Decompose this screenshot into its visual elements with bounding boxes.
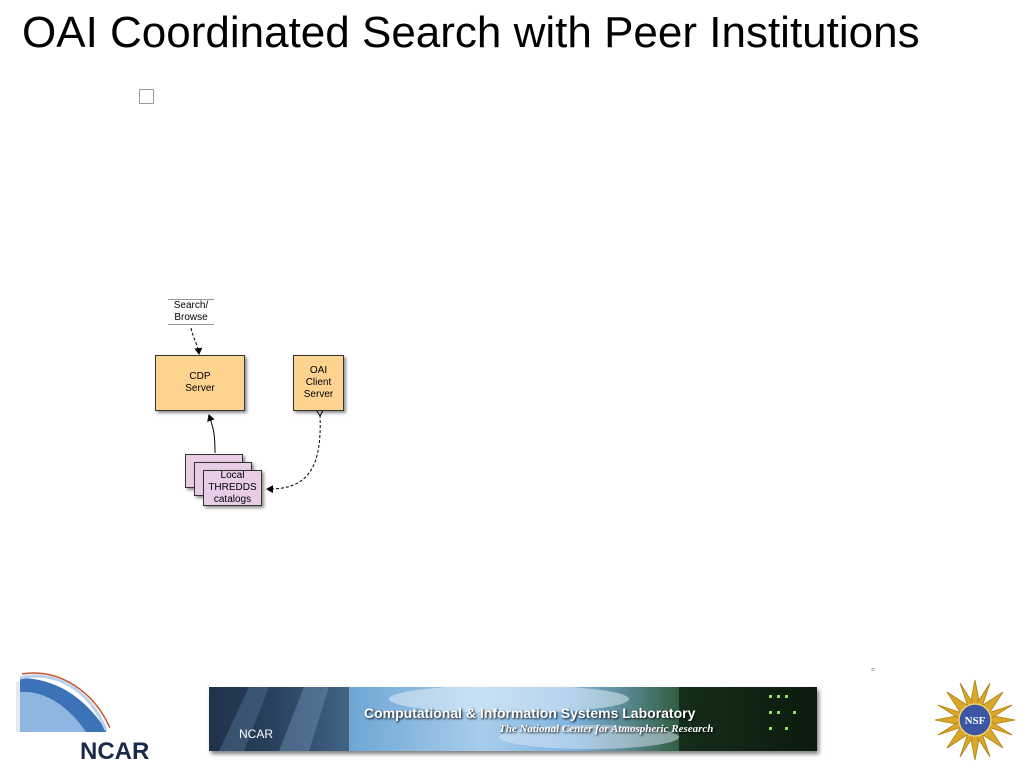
catalogs-to-cdp-arrow — [207, 414, 216, 454]
ncar-logo-text: NCAR — [80, 738, 150, 765]
search-to-cdp-arrow — [190, 327, 203, 355]
ncar-logo-icon — [14, 668, 111, 741]
slide-title: OAI Coordinated Search with Peer Institu… — [22, 8, 920, 57]
empty-checkbox-icon[interactable] — [139, 89, 154, 104]
banner-subtitle: The National Center for Atmospheric Rese… — [499, 723, 714, 735]
nsf-logo-icon: NSF — [933, 678, 1017, 767]
banner-ncar-label: NCAR — [239, 727, 274, 741]
cdp-server-box: CDP Server — [155, 355, 245, 411]
search-browse-label: Search/ Browse — [168, 299, 214, 325]
nsf-logo-text: NSF — [965, 715, 986, 727]
local-threpps-catalogs-box: Local THREDDS catalogs — [203, 470, 262, 506]
cisl-banner: NCAR Computational & Information Systems… — [209, 687, 817, 751]
diagram-connectors — [190, 327, 370, 520]
small-marker-icon: ⌗ — [871, 667, 875, 674]
oai-client-server-box: OAI Client Server — [293, 355, 344, 411]
banner-art — [209, 687, 817, 751]
oai-to-catalogs-arrow — [267, 415, 320, 489]
banner-title: Computational & Information Systems Labo… — [364, 705, 696, 721]
